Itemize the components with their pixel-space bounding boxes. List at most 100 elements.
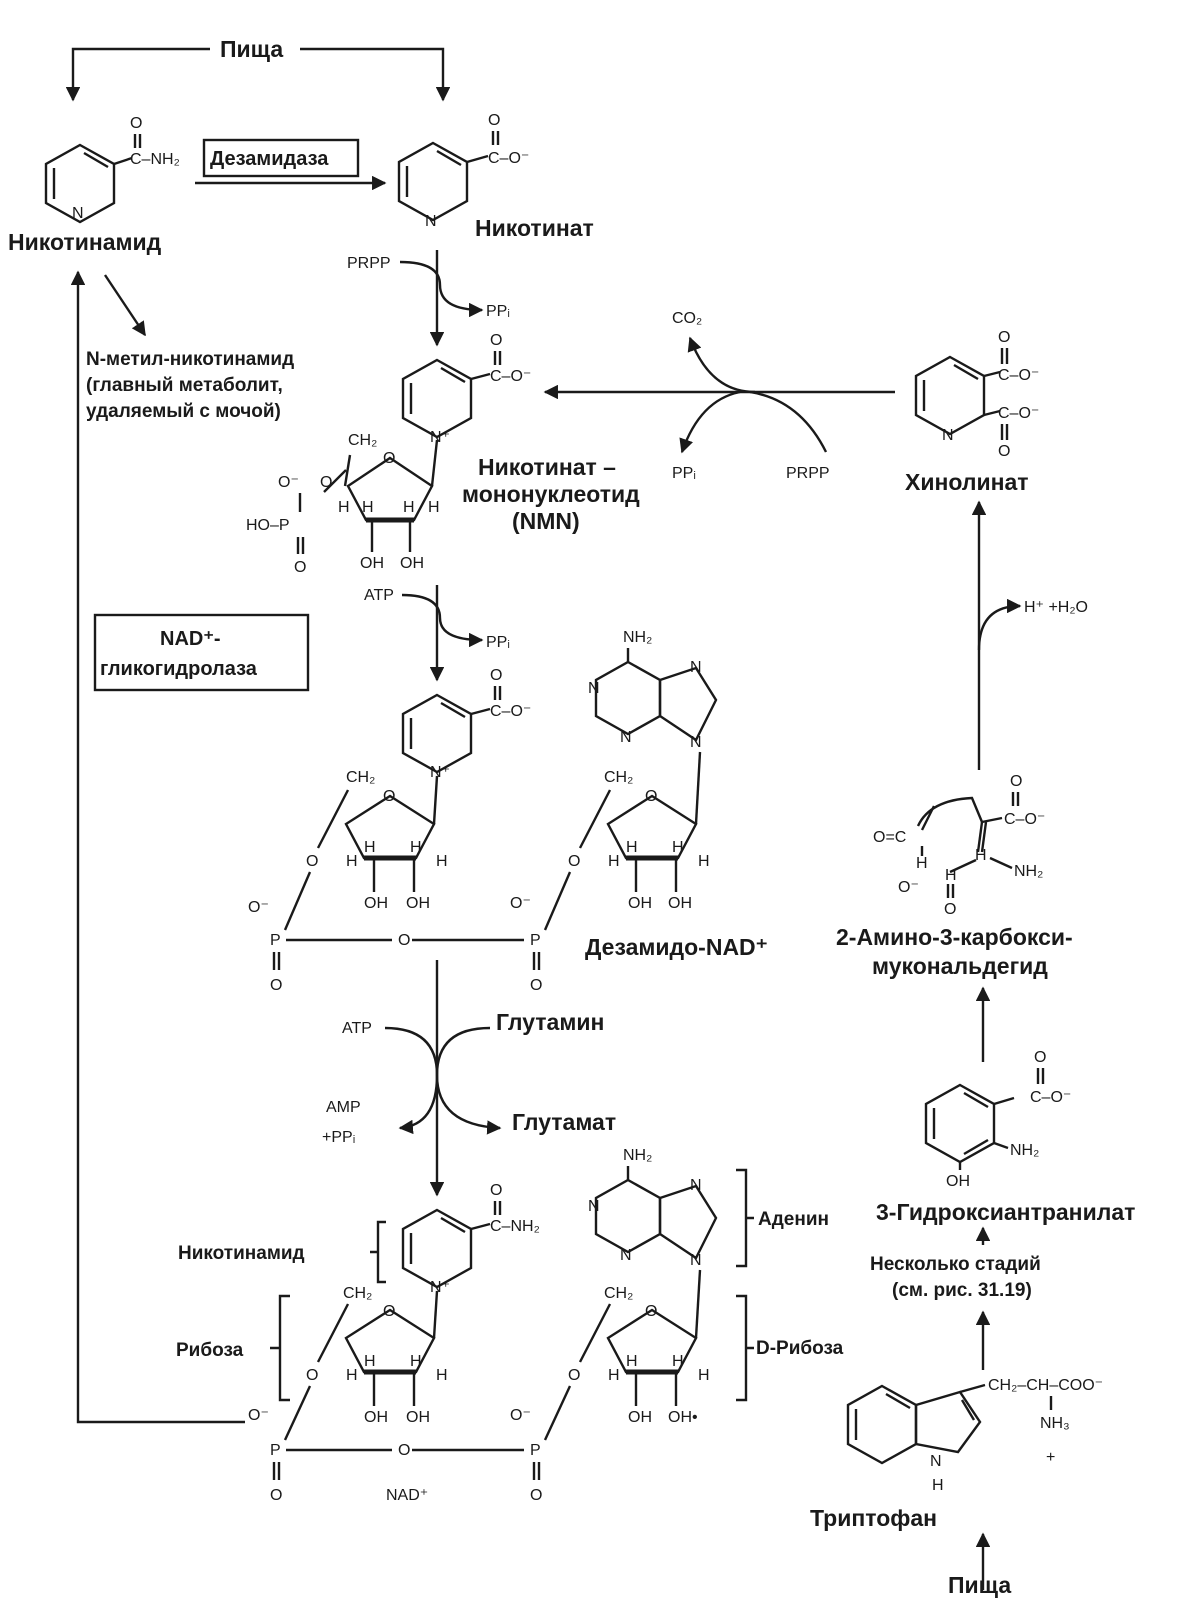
food-to-nicotinamide-arrow — [65, 47, 210, 102]
co2-label: CO₂ — [672, 310, 702, 327]
svg-text:O=C: O=C — [873, 829, 906, 846]
svg-text:H: H — [428, 499, 440, 516]
svg-text:N: N — [690, 1177, 702, 1194]
svg-text:O: O — [645, 1303, 657, 1320]
svg-text:O: O — [490, 667, 502, 684]
svg-text:H: H — [672, 839, 684, 856]
tryptophan-label: Триптофан — [810, 1505, 937, 1531]
prpp-label-1: PRPP — [347, 255, 391, 272]
svg-text:H: H — [436, 853, 448, 870]
svg-text:H: H — [410, 839, 422, 856]
svg-text:O: O — [398, 932, 410, 949]
bracket-ribose-label: Рибоза — [176, 1340, 244, 1361]
nicotinamide-label: Никотинамид — [8, 229, 162, 255]
svg-text:+: + — [1046, 1449, 1055, 1466]
svg-text:N⁺: N⁺ — [430, 764, 450, 781]
atp-ppi-curve-1 — [401, 593, 484, 648]
prpp-ppi-curve-1 — [399, 260, 484, 318]
svg-text:C–NH₂: C–NH₂ — [130, 151, 180, 168]
svg-text:H: H — [945, 867, 957, 884]
deamido-nad-label: Дезамидо-NAD⁺ — [585, 934, 768, 960]
svg-text:O: O — [645, 788, 657, 805]
atp-label-1: ATP — [364, 587, 394, 604]
svg-text:O: O — [294, 559, 306, 576]
svg-text:CH₂–CH–COO⁻: CH₂–CH–COO⁻ — [988, 1377, 1103, 1394]
svg-text:N: N — [620, 729, 632, 746]
svg-text:O: O — [998, 329, 1010, 346]
svg-text:O: O — [383, 788, 395, 805]
svg-text:H: H — [346, 1367, 358, 1384]
svg-text:N: N — [690, 659, 702, 676]
food-bottom-label: Пища — [948, 1572, 1011, 1598]
svg-text:NH₂: NH₂ — [623, 1147, 652, 1164]
svg-text:O⁻: O⁻ — [278, 474, 299, 491]
amp-label: AMP — [326, 1099, 361, 1116]
svg-text:H: H — [698, 1367, 710, 1384]
svg-text:N: N — [588, 680, 600, 697]
svg-text:C–O⁻: C–O⁻ — [998, 405, 1039, 422]
svg-text:H: H — [975, 847, 987, 864]
svg-text:C–NH₂: C–NH₂ — [490, 1218, 540, 1235]
tryptophan-structure: N H CH₂–CH–COO⁻ NH₃ + — [846, 1377, 1103, 1494]
svg-text:O: O — [383, 1303, 395, 1320]
deamido-nad-structure: N⁺ O C–O⁻ CH₂ O H H H H OH OH O NH₂ N N … — [248, 629, 718, 994]
svg-text:H: H — [364, 839, 376, 856]
nad-glycohydrolase-line-1: NAD⁺- — [160, 628, 221, 650]
glutamate-label: Глутамат — [512, 1109, 616, 1135]
ppi-label-3: PPᵢ — [486, 634, 510, 651]
svg-text:O: O — [383, 450, 395, 467]
bracket-nicotinamide — [370, 1220, 386, 1284]
n-methyl-line-2: (главный метаболит, — [86, 375, 283, 396]
svg-text:HO–P: HO–P — [246, 517, 290, 534]
aminocarboxy-line-1: 2-Амино-3-карбокси- — [836, 924, 1073, 950]
svg-text:O⁻: O⁻ — [248, 899, 269, 916]
bracket-nicotinamide-label: Никотинамид — [178, 1243, 305, 1264]
svg-text:NH₃: NH₃ — [1040, 1415, 1070, 1432]
nmn-line-2: мононуклеотид — [462, 481, 640, 507]
svg-text:O: O — [306, 1367, 318, 1384]
svg-text:N: N — [588, 1198, 600, 1215]
svg-text:H: H — [362, 499, 374, 516]
prpp-curve-2 — [749, 390, 828, 453]
svg-text:C–O⁻: C–O⁻ — [490, 703, 531, 720]
atp-label-2: ATP — [342, 1020, 372, 1037]
svg-text:N: N — [620, 1247, 632, 1264]
svg-text:N: N — [930, 1453, 942, 1470]
ppi-label-1: PPᵢ — [486, 303, 510, 320]
svg-text:CH₂: CH₂ — [343, 1285, 372, 1302]
hydroxyanthranilate-label: 3-Гидроксиантранилат — [876, 1199, 1135, 1225]
aminocarboxy-line-2: муконaльдегид — [872, 953, 1048, 979]
svg-text:P: P — [530, 932, 541, 949]
nicotinate-label: Никотинат — [475, 215, 594, 241]
nad-glycohydrolase-box — [93, 613, 310, 692]
svg-text:O⁻: O⁻ — [898, 879, 919, 896]
deamidase-box — [202, 138, 360, 178]
svg-text:C–O⁻: C–O⁻ — [1030, 1089, 1071, 1106]
svg-text:H: H — [436, 1367, 448, 1384]
svg-text:O: O — [398, 1442, 410, 1459]
deamidase-label: Дезамидаза — [210, 148, 329, 170]
aminocarboxy-structure: O=C C–O⁻ O H NH₂ H H O⁻ O — [873, 773, 1045, 918]
svg-text:O: O — [530, 977, 542, 994]
to-n-methyl-arrow — [104, 274, 146, 337]
nad-to-nicotinamide-arrow — [70, 270, 245, 1424]
svg-text:OH: OH — [364, 1409, 388, 1426]
svg-text:H: H — [608, 853, 620, 870]
svg-text:O: O — [944, 901, 956, 918]
svg-text:NH₂: NH₂ — [1010, 1142, 1039, 1159]
svg-text:CH₂: CH₂ — [604, 1285, 633, 1302]
n-methyl-line-3: удаляемый с мочой) — [86, 401, 281, 422]
svg-text:NH₂: NH₂ — [623, 629, 652, 646]
svg-text:CH₂: CH₂ — [604, 769, 633, 786]
svg-text:NH₂: NH₂ — [1014, 863, 1043, 880]
svg-text:O: O — [488, 112, 500, 129]
co2-curve — [687, 336, 756, 394]
svg-text:O: O — [1010, 773, 1022, 790]
svg-text:H: H — [672, 1353, 684, 1370]
food-top-label: Пища — [220, 36, 283, 62]
svg-text:H: H — [698, 853, 710, 870]
nicotinate-structure: N O C–O⁻ — [397, 112, 529, 230]
bracket-d-ribose — [736, 1294, 754, 1402]
svg-text:H: H — [346, 853, 358, 870]
svg-text:O: O — [1034, 1049, 1046, 1066]
